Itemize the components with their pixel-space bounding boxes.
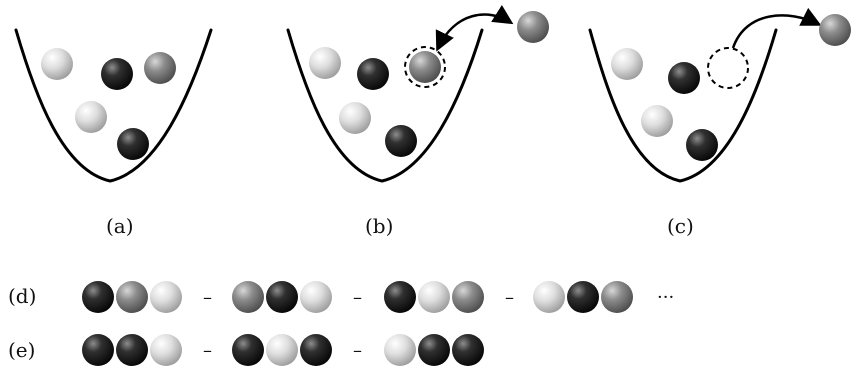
separator: –: [203, 340, 212, 361]
vacancy-circle: [707, 47, 749, 89]
medium-ball: [144, 52, 176, 84]
dark-ball: [117, 128, 149, 160]
potential-well-b: [286, 28, 484, 183]
light-ball: [300, 281, 332, 313]
light-ball: [309, 47, 341, 79]
dark-ball: [82, 281, 114, 313]
separator: –: [353, 340, 362, 361]
dark-ball: [567, 281, 599, 313]
dark-ball: [116, 334, 148, 366]
potential-well-a: [14, 28, 213, 183]
dark-ball: [384, 281, 416, 313]
ellipsis: ···: [657, 287, 674, 308]
dark-ball: [266, 281, 298, 313]
medium-ball: [601, 281, 633, 313]
light-ball: [641, 105, 673, 137]
dark-ball: [82, 334, 114, 366]
panel-a: (a): [14, 28, 213, 238]
sequence-row-d: – – – ···: [82, 281, 674, 313]
dark-ball: [452, 334, 484, 366]
dark-ball: [668, 62, 700, 94]
light-ball: [339, 102, 371, 134]
light-ball: [266, 334, 298, 366]
light-ball: [150, 281, 182, 313]
dark-ball: [101, 58, 133, 90]
light-ball: [611, 48, 643, 80]
label-c: (c): [667, 214, 694, 238]
medium-ball: [116, 281, 148, 313]
sequence-row-e: ––: [82, 334, 484, 366]
dark-ball: [357, 58, 389, 90]
label-e: (e): [8, 338, 35, 362]
separator: –: [203, 287, 212, 308]
medium-ball: [452, 281, 484, 313]
panel-b: (b): [286, 4, 549, 238]
separator: –: [505, 287, 514, 308]
light-ball: [150, 334, 182, 366]
light-ball: [41, 48, 73, 80]
dark-ball: [232, 334, 264, 366]
medium-ball-outside: [819, 14, 851, 46]
label-d: (d): [8, 284, 36, 308]
panel-c: (c): [588, 7, 851, 238]
dark-ball: [300, 334, 332, 366]
label-a: (a): [106, 214, 134, 238]
potential-well-c: [588, 28, 778, 183]
light-ball: [418, 281, 450, 313]
exit-arrow: [731, 7, 822, 49]
light-ball: [533, 281, 565, 313]
exchange-arrow: [435, 4, 514, 52]
dark-ball: [686, 129, 718, 161]
dark-ball: [385, 125, 417, 157]
medium-ball-outside: [517, 11, 549, 43]
medium-ball: [232, 281, 264, 313]
dashed-selection-circle: [404, 46, 446, 88]
separator: –: [353, 287, 362, 308]
label-b: (b): [365, 214, 393, 238]
dark-ball: [418, 334, 450, 366]
light-ball: [75, 101, 107, 133]
medium-ball: [409, 51, 441, 83]
light-ball: [384, 334, 416, 366]
